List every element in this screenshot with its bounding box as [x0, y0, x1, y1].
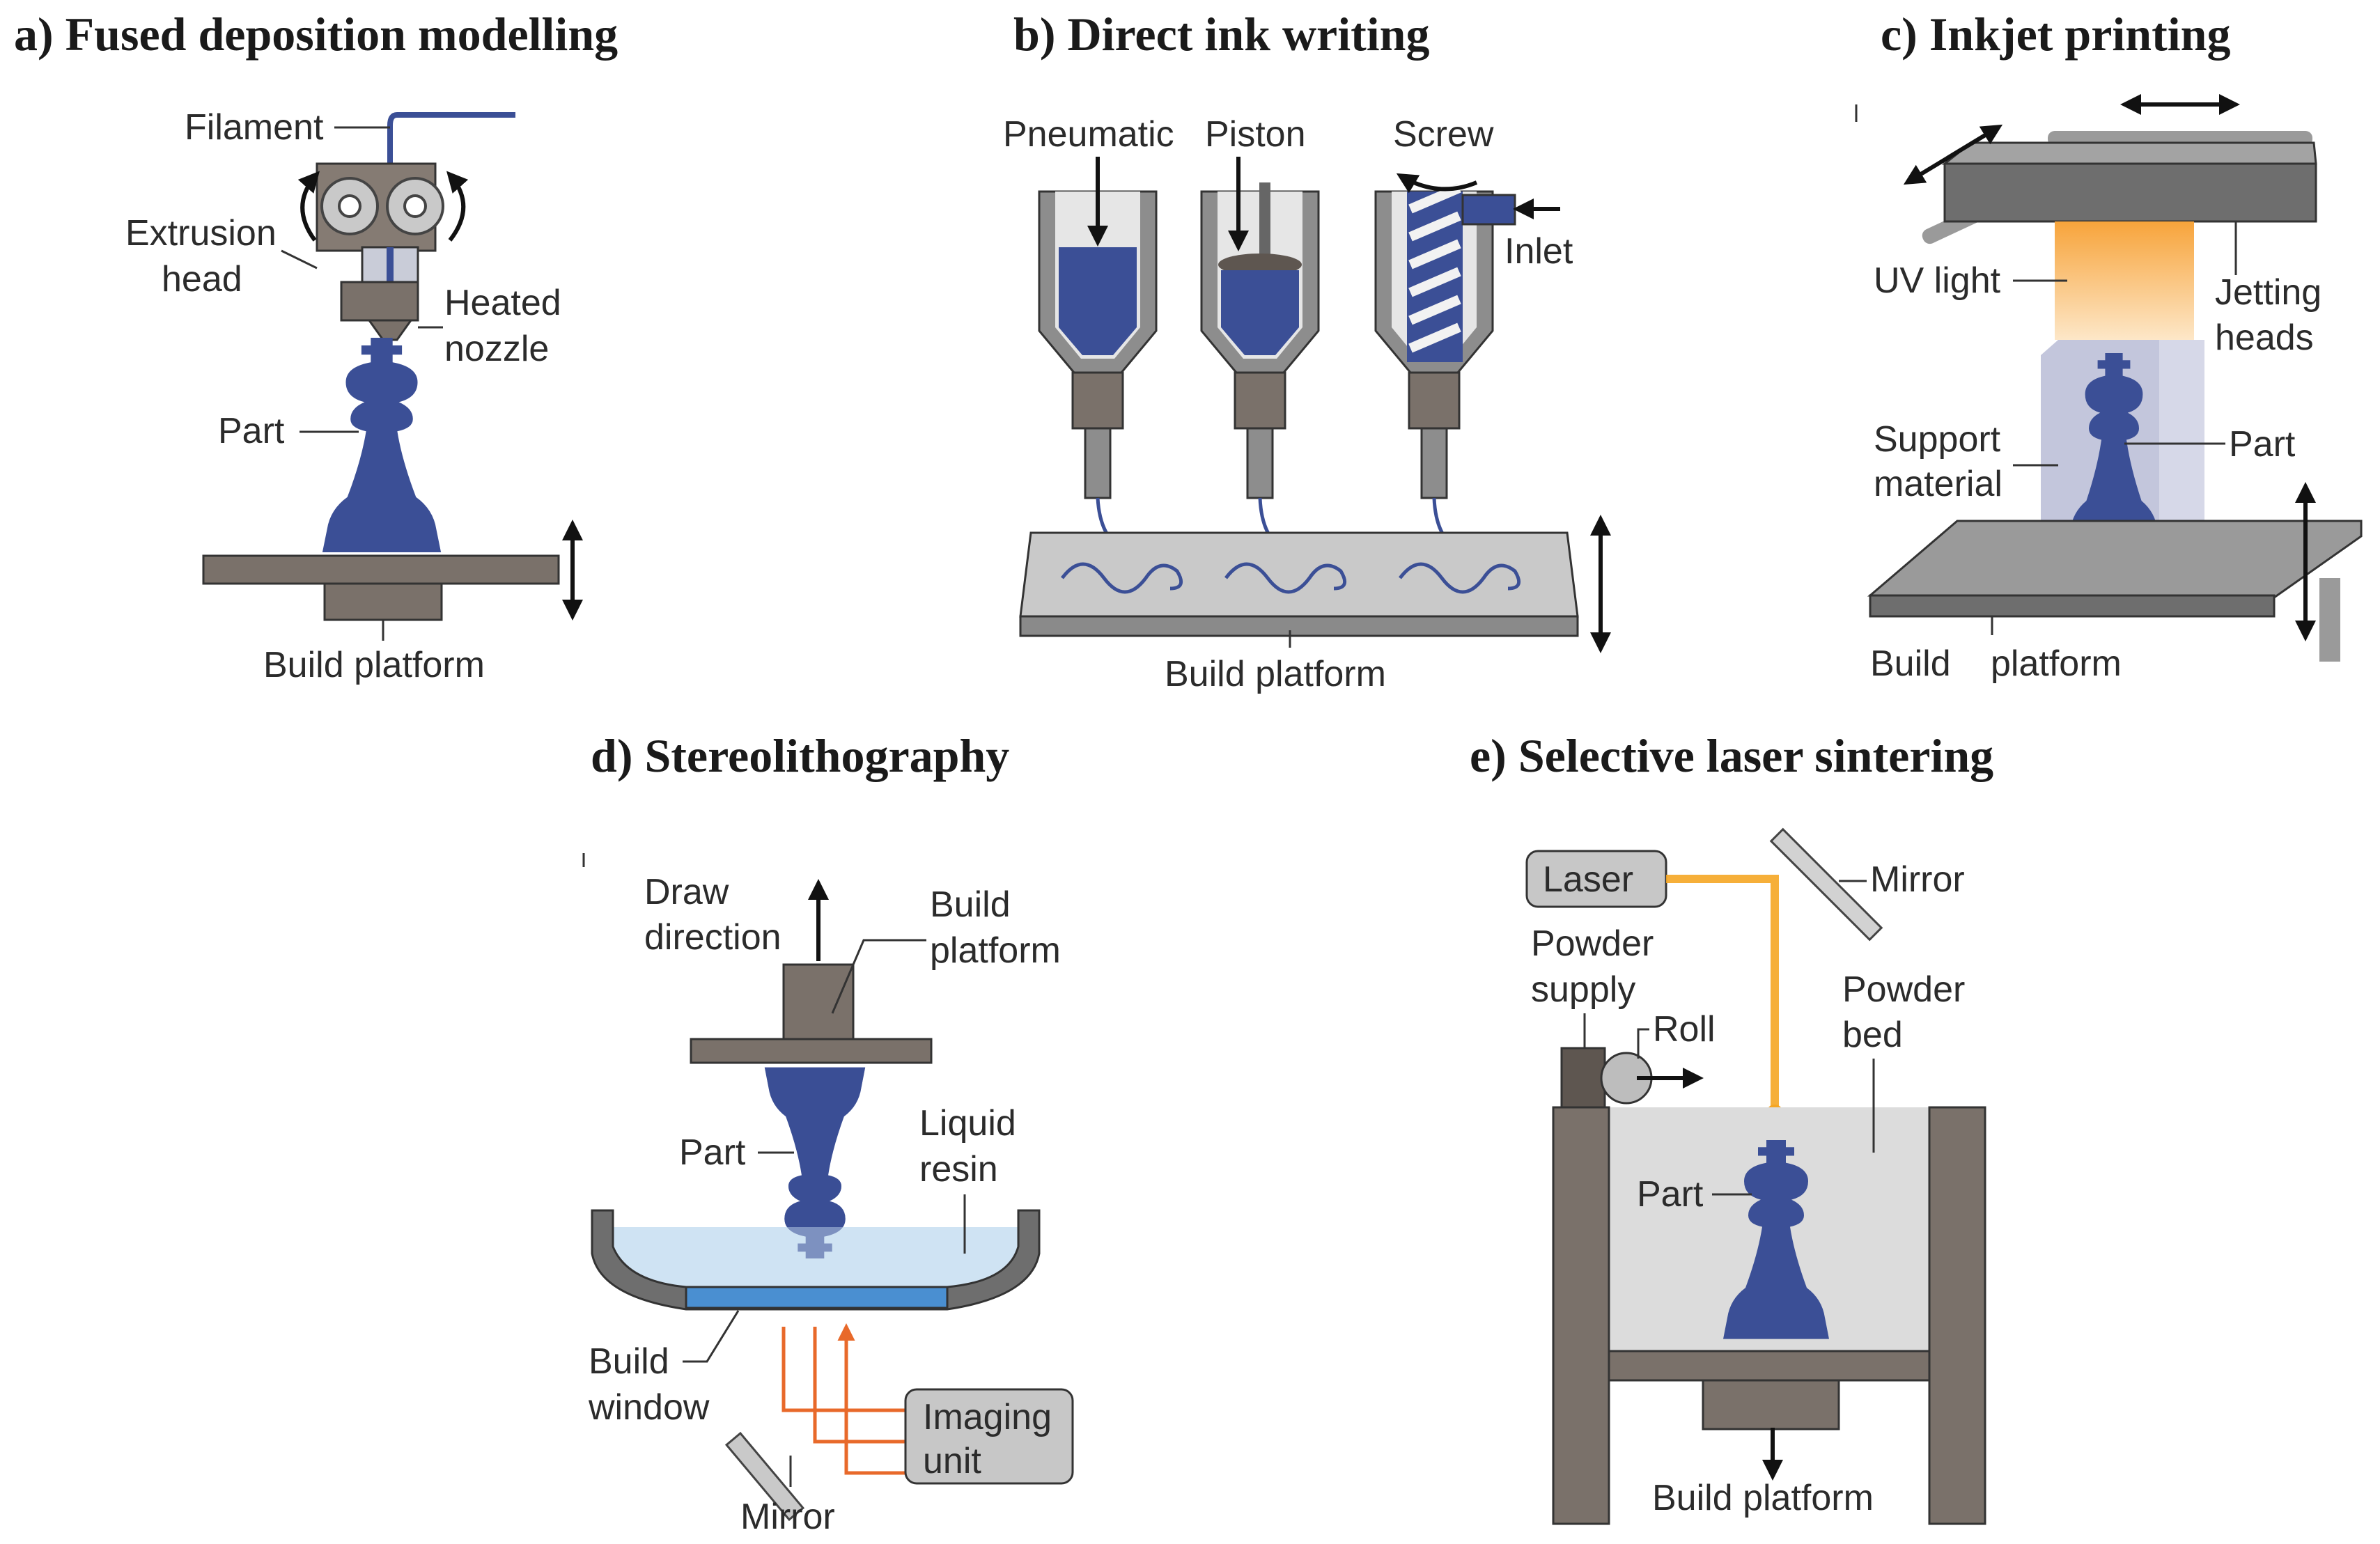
leader-window — [683, 1310, 740, 1363]
label-filament: Filament — [185, 107, 324, 148]
label-imaging: Imaging — [923, 1397, 1052, 1437]
uv-light-beam — [2055, 221, 2194, 340]
sls-build-platform — [1608, 1350, 1931, 1382]
leader-extrusion — [281, 249, 318, 270]
sla-platform-stem — [782, 963, 855, 1043]
label-draw: Draw — [644, 872, 729, 912]
fdm-platform-stem — [323, 582, 443, 621]
syringe-screw — [1374, 183, 1516, 499]
label-inlet: Inlet — [1504, 231, 1573, 272]
label-build-platform-a: Build platform — [263, 645, 485, 685]
sls-platform-piston — [1702, 1379, 1840, 1430]
left-roller-hub — [338, 194, 361, 218]
jetting-head-top — [1941, 141, 2317, 165]
panel-e-title: e) Selective laser sintering — [1470, 729, 1993, 782]
leader-platform-d — [831, 939, 926, 1014]
label-part-d: Part — [679, 1132, 746, 1173]
label-heated: Heated — [444, 283, 561, 323]
syringe-pneumatic — [1038, 190, 1158, 499]
label-build-window-1: Build — [589, 1341, 669, 1382]
label-build-d: Build — [930, 884, 1011, 925]
build-window — [685, 1286, 949, 1309]
label-uv-light: UV light — [1874, 260, 2001, 301]
label-screw: Screw — [1393, 114, 1494, 155]
label-material: material — [1874, 464, 2002, 504]
panel-c-title: c) Inkjet printing — [1881, 8, 2230, 61]
panel-diw: b) Direct ink writing — [1003, 8, 1611, 694]
support-block-side — [2159, 340, 2204, 571]
y-motion-arrow — [1903, 124, 2003, 185]
sla-build-platform — [690, 1038, 933, 1064]
inkjet-platform-post — [2319, 578, 2340, 662]
panel-fdm: a) Fused deposition modelling Filament E… — [14, 8, 618, 685]
label-piston: Piston — [1205, 114, 1306, 155]
leader-roll — [1637, 1028, 1649, 1059]
right-roller-hub — [403, 194, 427, 218]
label-platform-d: platform — [930, 930, 1061, 971]
label-head: head — [162, 259, 242, 299]
nozzle-tip — [367, 319, 413, 341]
inkjet-build-platform — [1867, 520, 2363, 599]
heated-nozzle-block — [340, 281, 419, 322]
label-window: window — [588, 1387, 710, 1428]
screw-rotation-arrow — [1396, 173, 1478, 194]
label-jetting: Jetting — [2215, 272, 2321, 313]
diw-platform-edge — [1019, 615, 1579, 637]
right-rotation-arrow — [446, 171, 469, 242]
label-extrusion: Extrusion — [125, 213, 277, 254]
chamber-wall-left — [1552, 1106, 1610, 1525]
sls-mirror — [1769, 827, 1883, 942]
label-powder-bed-1: Powder — [1842, 969, 1965, 1010]
laser-beam — [1666, 875, 1779, 1113]
label-build-platform-b: Build platform — [1165, 654, 1386, 694]
label-mirror-e: Mirror — [1870, 859, 1965, 900]
filament-strand — [387, 112, 515, 299]
label-build-platform-e: Build platform — [1652, 1478, 1874, 1518]
fdm-part — [322, 338, 442, 552]
powder-supply — [1560, 1047, 1606, 1109]
syringe-piston — [1200, 182, 1320, 499]
panel-sla: d) Stereolithography Draw direction Buil… — [582, 729, 1074, 1537]
label-part-e: Part — [1637, 1174, 1704, 1215]
panel-b-title: b) Direct ink writing — [1013, 8, 1430, 61]
label-laser: Laser — [1543, 859, 1633, 900]
panel-sls: e) Selective laser sintering Laser Mirro… — [1470, 729, 1993, 1525]
fdm-build-platform — [202, 554, 560, 585]
label-supply: supply — [1531, 969, 1635, 1010]
panel-a-title: a) Fused deposition modelling — [14, 8, 618, 61]
left-rotation-arrow — [297, 171, 320, 242]
diw-build-platform — [1019, 531, 1579, 618]
label-part-c: Part — [2229, 424, 2296, 465]
deposited-ink-traces — [1061, 562, 1521, 594]
imaging-unit — [904, 1388, 1074, 1485]
sla-mirror — [724, 1431, 805, 1522]
label-part-a: Part — [218, 411, 285, 451]
chamber-wall-right — [1928, 1106, 1986, 1525]
label-unit: unit — [923, 1441, 981, 1481]
label-roll: Roll — [1653, 1009, 1716, 1050]
label-pneumatic: Pneumatic — [1003, 114, 1174, 155]
label-build-c: Build — [1870, 644, 1951, 684]
label-support: Support — [1874, 419, 2001, 460]
label-bed: bed — [1842, 1015, 1903, 1055]
label-heads: heads — [2215, 318, 2314, 358]
label-nozzle: nozzle — [444, 329, 549, 369]
label-mirror-d: Mirror — [740, 1497, 835, 1537]
label-powder-supply-1: Powder — [1531, 923, 1654, 964]
label-resin: resin — [919, 1149, 998, 1190]
label-liquid: Liquid — [919, 1103, 1016, 1144]
imaging-light-rays — [781, 1327, 905, 1475]
panel-d-title: d) Stereolithography — [591, 729, 1009, 782]
label-platform-c: platform — [1991, 644, 2122, 684]
label-direction: direction — [644, 917, 781, 958]
inkjet-platform-edge — [1869, 594, 2276, 618]
jetting-head-front — [1943, 162, 2317, 223]
panel-inkjet: c) Inkjet printing UV light Jetting head… — [1855, 8, 2363, 684]
